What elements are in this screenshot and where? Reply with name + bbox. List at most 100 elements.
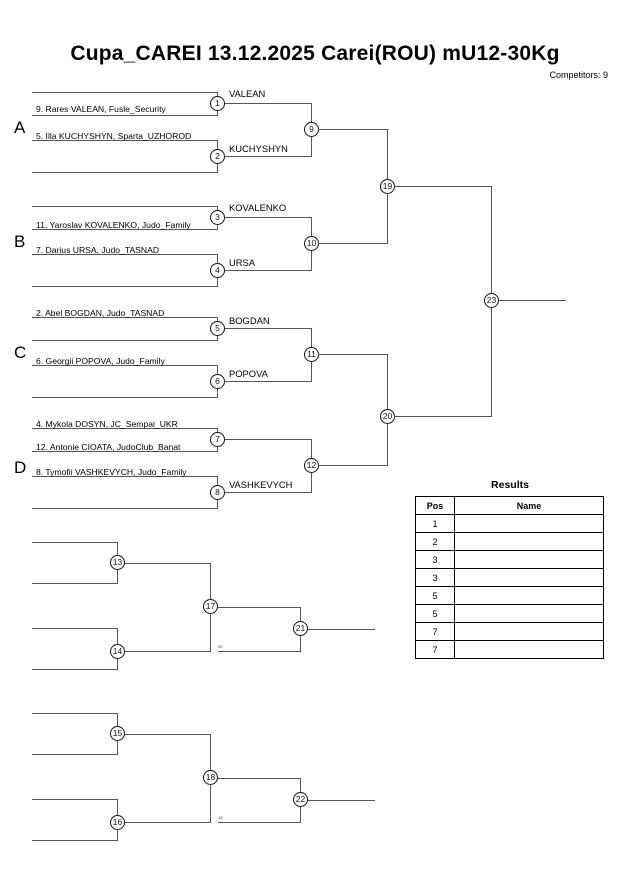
repechage-line-16-bottom <box>32 840 118 841</box>
feed-line-7-to-12 <box>225 439 312 440</box>
result-pos: 3 <box>415 550 455 569</box>
match-node-13[interactable]: 13 <box>110 555 125 570</box>
feed-line-1-to-9 <box>225 103 312 104</box>
match-node-18[interactable]: 18 <box>203 770 218 785</box>
results-col-name: Name <box>454 496 604 515</box>
feed-line-15-to-18 <box>125 734 211 735</box>
feed-line-11-to-20 <box>318 354 388 355</box>
match-node-22[interactable]: 22 <box>293 792 308 807</box>
repechage-winner-line-22 <box>308 800 375 801</box>
winner-label-6: POPOVA <box>229 368 268 379</box>
bracket-line-b2-top <box>32 254 218 255</box>
feed-line-14-to-17 <box>125 651 211 652</box>
result-pos: 7 <box>415 622 455 641</box>
winner-label-5: BOGDAN <box>229 315 270 326</box>
bracket-line-d1-bottom <box>32 451 218 452</box>
competitor-entry: 9. Rares VALEAN, Fusle_Security <box>36 104 166 114</box>
feed-line-12-to-20 <box>318 465 388 466</box>
match-node-20[interactable]: 20 <box>380 409 395 424</box>
winner-label-3: KOVALENKO <box>229 202 287 213</box>
match-node-6[interactable]: 6 <box>210 374 225 389</box>
match-node-14[interactable]: 14 <box>110 644 125 659</box>
competitor-entry: 12. Antonie CIOATA, JudoClub_Banat <box>36 442 181 452</box>
repechage-line-14-bottom <box>32 669 118 670</box>
match-node-4[interactable]: 4 <box>210 263 225 278</box>
results-col-pos: Pos <box>415 496 455 515</box>
bracket-line-a2-bottom <box>32 172 218 173</box>
winner-label-2: KUCHYSHYN <box>229 143 288 154</box>
feed-line-17-to-21 <box>218 607 301 608</box>
winner-label-4: URSA <box>229 257 256 268</box>
competitor-entry: 7. Darius URSA, Judo_TASNAD <box>36 245 160 255</box>
feed-line-16-to-18 <box>125 822 211 823</box>
table-row: 3 <box>415 568 604 587</box>
result-name[interactable] <box>454 622 604 641</box>
match-node-11[interactable]: 11 <box>304 347 319 362</box>
result-pos: 5 <box>415 604 455 623</box>
result-name[interactable] <box>454 532 604 551</box>
bracket-line-c1-bottom <box>32 340 218 341</box>
competitor-entry: 2. Abel BOGDAN, Judo_TASNAD <box>36 308 165 318</box>
match-node-23[interactable]: 23 <box>484 293 499 308</box>
table-row: 7 <box>415 622 604 641</box>
match-node-19[interactable]: 19 <box>380 179 395 194</box>
bracket-line-c2-bottom <box>32 397 218 398</box>
competitor-entry: 11. Yaroslav KOVALENKO, Judo_Family <box>36 220 191 230</box>
feed-line-9-to-19 <box>318 129 388 130</box>
feed-line-10-to-19 <box>318 243 388 244</box>
results-body: 1 2 3 3 5 5 7 <box>415 514 604 659</box>
result-name[interactable] <box>454 514 604 533</box>
result-name[interactable] <box>454 568 604 587</box>
competitor-entry: 8. Tymofii VASHKEVYCH, Judo_Family <box>36 467 187 477</box>
result-pos: 1 <box>415 514 455 533</box>
feed-line-loser-to-22 <box>218 822 301 823</box>
match-node-1[interactable]: 1 <box>210 96 225 111</box>
feed-line-loser-to-21 <box>218 651 301 652</box>
result-name[interactable] <box>454 550 604 569</box>
match-node-15[interactable]: 15 <box>110 726 125 741</box>
repechage-source-ref-22: 19 <box>218 815 223 820</box>
match-node-5[interactable]: 5 <box>210 321 225 336</box>
bracket-line-d2-bottom <box>32 508 218 509</box>
feed-line-4-to-10 <box>225 270 312 271</box>
match-node-8[interactable]: 8 <box>210 485 225 500</box>
repechage-line-14-top <box>32 628 118 629</box>
feed-line-18-to-22 <box>218 778 301 779</box>
repechage-source-ref-21: 20 <box>218 644 223 649</box>
feed-line-8-to-12 <box>225 492 312 493</box>
result-name[interactable] <box>454 640 604 659</box>
bracket-line-a1-bottom <box>32 115 218 116</box>
competitor-entry: 5. Illa KUCHYSHYN, Sparta_UZHOROD <box>36 131 192 141</box>
page-title: Cupa_CAREI 13.12.2025 Carei(ROU) mU12-30… <box>70 42 560 65</box>
final-winner-line <box>499 300 566 301</box>
repechage-line-13-bottom <box>32 583 118 584</box>
match-node-2[interactable]: 2 <box>210 149 225 164</box>
match-node-21[interactable]: 21 <box>293 621 308 636</box>
feed-line-6-to-11 <box>225 381 312 382</box>
bracket-line-a2-top <box>32 140 218 141</box>
match-node-12[interactable]: 12 <box>304 458 319 473</box>
bracket-line-a1-top <box>32 92 218 93</box>
result-pos: 2 <box>415 532 455 551</box>
bracket-line-b1-bottom <box>32 229 218 230</box>
match-node-10[interactable]: 10 <box>304 236 319 251</box>
match-node-7[interactable]: 7 <box>210 432 225 447</box>
result-name[interactable] <box>454 604 604 623</box>
bracket-line-c1-top <box>32 317 218 318</box>
match-node-16[interactable]: 16 <box>110 815 125 830</box>
feed-line-5-to-11 <box>225 328 312 329</box>
result-name[interactable] <box>454 586 604 605</box>
match-node-3[interactable]: 3 <box>210 210 225 225</box>
match-node-17[interactable]: 17 <box>203 599 218 614</box>
group-label-d: D <box>14 458 27 477</box>
feed-line-3-to-10 <box>225 217 312 218</box>
group-label-b: B <box>14 232 26 251</box>
table-row: 1 <box>415 514 604 533</box>
bracket-line-b2-bottom <box>32 286 218 287</box>
repechage-winner-line-21 <box>308 629 375 630</box>
winner-label-8: VASHKEVYCH <box>229 479 293 490</box>
bracket-line-d2-top <box>32 476 218 477</box>
results-header-row: Pos Name <box>415 496 604 515</box>
match-node-9[interactable]: 9 <box>304 122 319 137</box>
